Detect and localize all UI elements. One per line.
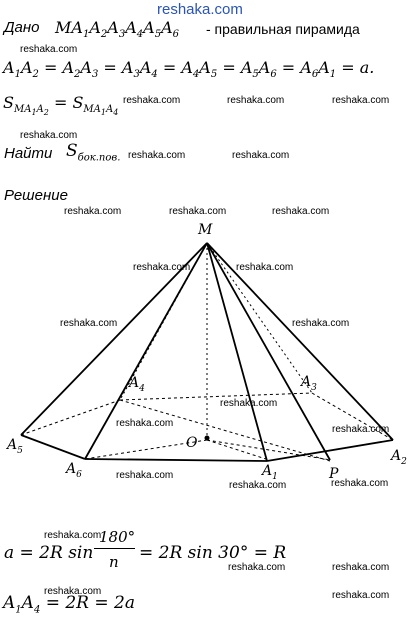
watermark: reshaka.com <box>128 150 186 161</box>
label-A6: A6 <box>66 461 82 480</box>
find-target: Sбок.пов. <box>66 141 121 164</box>
watermark: reshaka.com <box>169 206 227 217</box>
watermark: reshaka.com <box>116 470 174 481</box>
formula1-rhs: = 2R sin 30° = R <box>139 543 287 563</box>
watermark: reshaka.com <box>229 480 287 491</box>
watermark: reshaka.com <box>44 530 102 541</box>
watermark: reshaka.com <box>220 398 278 409</box>
formula2: A1A4 = 2R = 2a <box>3 593 135 616</box>
given-figure: MA1A2A3A4A5A6 <box>55 18 179 41</box>
watermark: reshaka.com <box>44 586 102 597</box>
solution-label: Решение <box>4 187 68 204</box>
site-brand[interactable]: reshaka.com <box>157 1 243 18</box>
formula1-fraction-bar <box>94 548 135 549</box>
watermark: reshaka.com <box>116 418 174 429</box>
label-M: M <box>198 222 213 238</box>
watermark: reshaka.com <box>228 562 286 573</box>
label-A4: A4 <box>129 375 145 394</box>
watermark: reshaka.com <box>232 150 290 161</box>
watermark: reshaka.com <box>272 206 330 217</box>
watermark: reshaka.com <box>60 318 118 329</box>
watermark: reshaka.com <box>133 262 191 273</box>
given-sides-equation: A1A2 = A2A3 = A3A4 = A4A5 = A5A6 = A6A1 … <box>3 58 375 81</box>
watermark: reshaka.com <box>332 95 390 106</box>
formula1-lhs: a = 2R sin <box>4 543 94 563</box>
formula1-denominator: n <box>109 553 119 571</box>
watermark: reshaka.com <box>331 478 389 489</box>
label-P: P <box>329 466 339 482</box>
formula1-numerator: 180° <box>99 528 136 546</box>
watermark: reshaka.com <box>123 95 181 106</box>
given-area-equation: SMA1A2 = SMA1A4 <box>3 93 119 118</box>
watermark: reshaka.com <box>20 130 78 141</box>
watermark: reshaka.com <box>227 95 285 106</box>
watermark: reshaka.com <box>332 590 390 601</box>
watermark: reshaka.com <box>64 206 122 217</box>
given-label: Дано <box>4 19 40 36</box>
watermark: reshaka.com <box>332 424 390 435</box>
label-A5: A5 <box>7 437 23 456</box>
label-O: O <box>186 435 198 451</box>
watermark: reshaka.com <box>236 262 294 273</box>
watermark: reshaka.com <box>292 318 350 329</box>
find-label: Найти <box>4 145 53 162</box>
label-A3: A3 <box>301 374 317 393</box>
given-figure-text: - правильная пирамида <box>206 21 360 37</box>
label-A2: A2 <box>391 448 407 467</box>
label-A1: A1 <box>262 463 278 482</box>
watermark: reshaka.com <box>20 44 78 55</box>
watermark: reshaka.com <box>332 562 390 573</box>
